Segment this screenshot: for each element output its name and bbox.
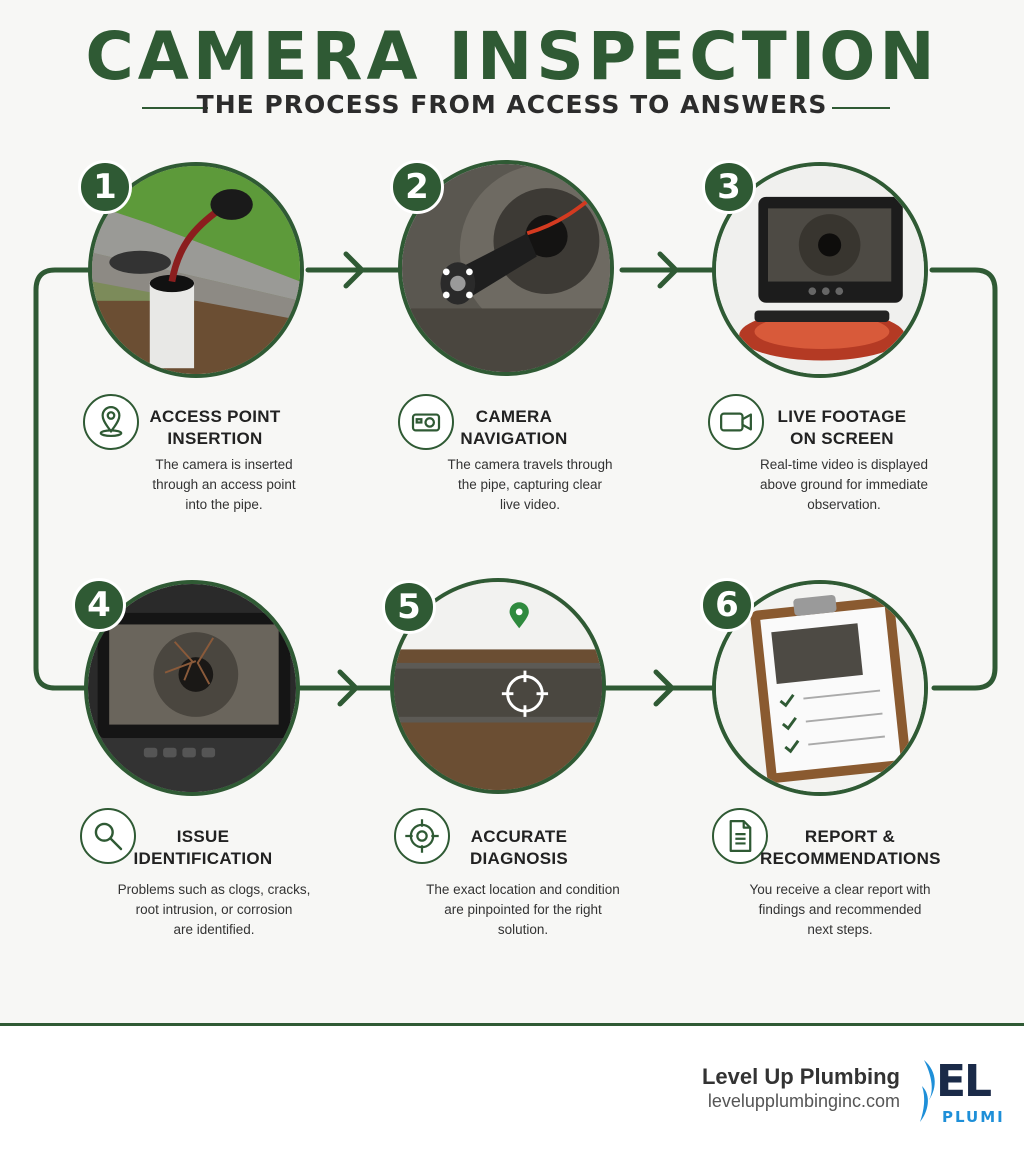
step-3-description: Real-time video is displayed above groun…	[734, 455, 954, 515]
step-6-desc-line2: findings and recommended	[758, 902, 922, 917]
step-6-description: You receive a clear report with findings…	[730, 880, 950, 940]
step-2-desc-line3: live video.	[499, 497, 561, 512]
right-loop-line	[929, 267, 998, 691]
step-5-title: ACCURATE DIAGNOSIS	[444, 826, 594, 870]
step-4-description: Problems such as clogs, cracks, root int…	[104, 880, 324, 940]
step-5-desc-line2: are pinpointed for the right	[444, 902, 602, 917]
logo-subtext: PLUMI	[942, 1108, 1005, 1126]
step-1-desc-line2: through an access point	[152, 477, 296, 492]
step-5-desc-line1: The exact location and condition	[426, 882, 620, 897]
step-4-desc-line3: are identified.	[173, 922, 255, 937]
left-loop-line	[33, 267, 91, 691]
step-6-desc-line3: next steps.	[807, 922, 873, 937]
step-2-title-line2: NAVIGATION	[460, 429, 568, 448]
step-4-title-line1: ISSUE	[176, 827, 230, 846]
chevron-arrow-icon	[657, 251, 679, 289]
step-5-description: The exact location and condition are pin…	[408, 880, 638, 940]
step-5-title-line1: ACCURATE	[470, 827, 568, 846]
subtitle-divider-right	[832, 107, 890, 109]
step-3-number-badge: 3	[702, 160, 756, 214]
step-6-title: REPORT & RECOMMENDATIONS	[760, 826, 940, 870]
step-2-desc-line1: The camera travels through	[447, 457, 613, 472]
step-1-title: ACCESS POINT INSERTION	[130, 406, 300, 450]
step-1-number-badge: 1	[78, 160, 132, 214]
step-2-desc-line2: the pipe, capturing clear	[457, 477, 603, 492]
step-2-title-line1: CAMERA	[475, 407, 553, 426]
step-2-title: CAMERA NAVIGATION	[444, 406, 584, 450]
step-6-desc-line1: You receive a clear report with	[749, 882, 931, 897]
page-title: CAMERA INSPECTION	[85, 18, 939, 95]
video-camera-icon	[708, 394, 764, 450]
location-pin-icon	[83, 394, 139, 450]
step-3-title-line2: ON SCREEN	[790, 429, 894, 448]
step-6-number-badge: 6	[700, 578, 754, 632]
subtitle-divider-left	[142, 107, 208, 109]
step-1-desc-line1: The camera is inserted	[155, 457, 293, 472]
step-3-desc-line3: observation.	[807, 497, 881, 512]
chevron-arrow-icon	[343, 251, 365, 289]
step-4-desc-line2: root intrusion, or corrosion	[135, 902, 293, 917]
logo-mark: EL	[936, 1056, 992, 1107]
step-3-title-line1: LIVE FOOTAGE	[777, 407, 907, 426]
camera-icon	[398, 394, 454, 450]
step-2-description: The camera travels through the pipe, cap…	[420, 455, 640, 515]
step-6-title-line2: RECOMMENDATIONS	[760, 849, 941, 868]
step-5-desc-line3: solution.	[497, 922, 549, 937]
step-4-number-badge: 4	[72, 578, 126, 632]
logo-swoosh-icon	[920, 1060, 935, 1122]
brand-name: Level Up Plumbing	[701, 1064, 900, 1089]
chevron-arrow-icon	[337, 669, 359, 707]
footer	[0, 1026, 1024, 1154]
subtitle-row: THE PROCESS FROM ACCESS TO ANSWERS	[0, 90, 1024, 126]
step-3-desc-line1: Real-time video is displayed	[759, 457, 929, 472]
step-5-number-badge: 5	[382, 580, 436, 634]
step-4-desc-line1: Problems such as clogs, cracks,	[117, 882, 311, 897]
step-6-title-line1: REPORT &	[804, 827, 896, 846]
step-3-title: LIVE FOOTAGE ON SCREEN	[762, 406, 922, 450]
step-2-number-badge: 2	[390, 160, 444, 214]
footer-divider	[0, 1023, 1024, 1026]
document-icon	[712, 808, 768, 864]
step-1-image	[88, 162, 304, 378]
step-1-title-line2: INSERTION	[167, 429, 263, 448]
step-5-title-line2: DIAGNOSIS	[469, 849, 569, 868]
magnifier-icon	[80, 808, 136, 864]
step-1-description: The camera is inserted through an access…	[124, 455, 324, 515]
step-1-title-line1: ACCESS POINT	[149, 407, 281, 426]
step-4-title-line2: IDENTIFICATION	[133, 849, 273, 868]
company-logo: EL PLUMI	[916, 1056, 1024, 1130]
step-3-desc-line2: above ground for immediate	[759, 477, 929, 492]
step-4-title: ISSUE IDENTIFICATION	[128, 826, 278, 870]
page-subtitle: THE PROCESS FROM ACCESS TO ANSWERS	[196, 90, 828, 119]
step-1-desc-line3: into the pipe.	[185, 497, 263, 512]
target-icon	[394, 808, 450, 864]
chevron-arrow-icon	[653, 669, 675, 707]
brand-website: levelupplumbinginc.com	[707, 1091, 900, 1111]
